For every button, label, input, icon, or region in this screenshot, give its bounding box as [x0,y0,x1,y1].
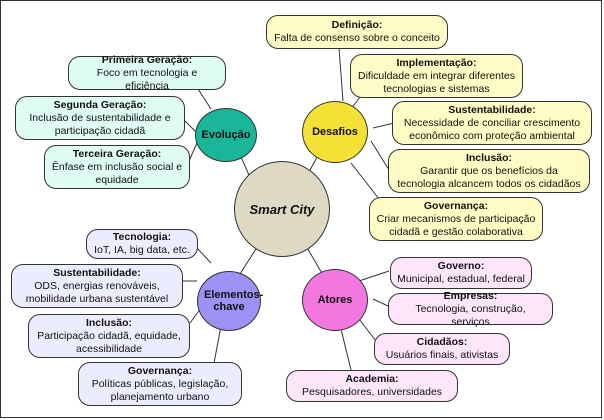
desafios-item-text: Criar mecanismos de participação cidadã … [376,212,536,238]
elementos-item: Tecnologia: IoT, IA, big data, etc. [86,229,198,259]
desafios-item-title: Definição: [331,19,383,31]
elementos-item: Sustentabilidade: ODS, energias renováve… [11,264,183,308]
atores-item: Academia: Pesquisadores, universidades [286,370,458,402]
center-node: Smart City [234,161,330,257]
link-atores-3 [358,318,377,342]
elementos-item-title: Sustentabilidade: [53,266,141,279]
evolucao-item-text: Foco em tecnologia e eficiência [96,66,198,92]
atores-item-title: Cidadãos: [416,336,468,348]
desafios-item: Implementação: Dificuldade em integrar d… [350,54,523,98]
link-atores-4 [340,328,352,371]
evolucao-item: Primeira Geração: Foco em tecnologia e e… [68,53,226,92]
elementos-item-text: IoT, IA, big data, etc. [94,244,190,256]
evolucao-item: Segunda Geração: Inclusão de sustentabil… [15,96,185,140]
desafios-item-title: Sustentabilidade: [448,103,536,116]
desafios-item: Inclusão: Garantir que os benefícios da … [388,149,590,193]
link-evolucao-2 [182,118,198,134]
atores-item: Empresas: Tecnologia, construção, serviç… [388,289,553,328]
link-evolucao-3 [188,142,198,162]
atores-item-text: Usuários finais, ativistas [385,349,499,361]
link-elementos-1 [196,247,212,264]
hub-evolucao-label: Evolução [201,129,251,141]
evolucao-item-text: Inclusão de sustentabilidade e participa… [29,111,171,137]
link-desafios-1 [338,47,344,102]
atores-item-title: Academia: [345,373,399,385]
desafios-item: Sustentabilidade: Necessidade de concili… [392,101,592,145]
hub-atores: Atores [302,269,368,331]
hub-desafios: Desafios [302,101,368,163]
atores-item-title: Empresas: [443,289,498,302]
evolucao-item-title: Terceira Geração: [72,147,162,160]
atores-item-text: Tecnologia, construção, serviços [415,302,526,328]
desafios-item-text: Falta de consenso sobre o conceito [274,32,440,44]
hub-elementos-label: Elementos-chave [204,289,264,313]
desafios-item: Governança: Criar mecanismos de particip… [369,197,543,241]
elementos-item: Inclusão: Participação cidadã, equidade,… [28,314,190,358]
desafios-item: Definição: Falta de consenso sobre o con… [266,15,448,49]
atores-item-text: Pesquisadores, universidades [301,386,443,398]
link-elementos-4 [213,325,222,364]
link-desafios-3 [372,122,395,129]
atores-item: Governo: Municipal, estadual, federal [390,257,532,289]
elementos-item-text: Políticas públicas, legislação, planejam… [91,377,229,403]
atores-item-title: Governo: [437,260,485,272]
evolucao-item-title: Primeira Geração: [101,53,193,66]
desafios-item-text: Garantir que os benefícios da tecnologia… [397,164,581,190]
hub-evolucao: Evolução [195,108,257,162]
elementos-item-text: Participação cidadã, equidade, acessibil… [37,329,181,355]
link-desafios-5 [350,162,380,200]
desafios-item-text: Necessidade de conciliar crescimento eco… [403,116,581,142]
center-label: Smart City [249,201,315,217]
elementos-item-text: ODS, energias renováveis, mobilidade urb… [25,279,169,305]
hub-desafios-label: Desafios [312,126,358,138]
elementos-item: Governança: Políticas públicas, legislaç… [78,362,242,406]
hub-atores-label: Atores [317,294,353,306]
evolucao-item-title: Segunda Geração: [53,98,147,111]
elementos-item-title: Tecnologia: [112,231,172,243]
desafios-item-text: Dificuldade em integrar diferentes tecno… [358,69,515,95]
evolucao-item: Terceira Geração: Ênfase em inclusão soc… [44,145,190,189]
desafios-item-title: Governança: [423,199,489,212]
elementos-item-title: Governança: [127,364,193,377]
link-atores-2 [372,298,389,307]
atores-item-text: Municipal, estadual, federal [397,273,525,285]
hub-elementos: Elementos-chave [197,271,264,331]
elementos-item-title: Inclusão: [85,316,133,329]
desafios-item-title: Inclusão: [465,151,513,164]
evolucao-item-text: Ênfase em inclusão social e equidade [51,160,183,186]
atores-item: Cidadãos: Usuários finais, ativistas [374,333,510,365]
link-desafios-4 [370,140,390,171]
desafios-item-title: Implementação: [396,56,477,69]
